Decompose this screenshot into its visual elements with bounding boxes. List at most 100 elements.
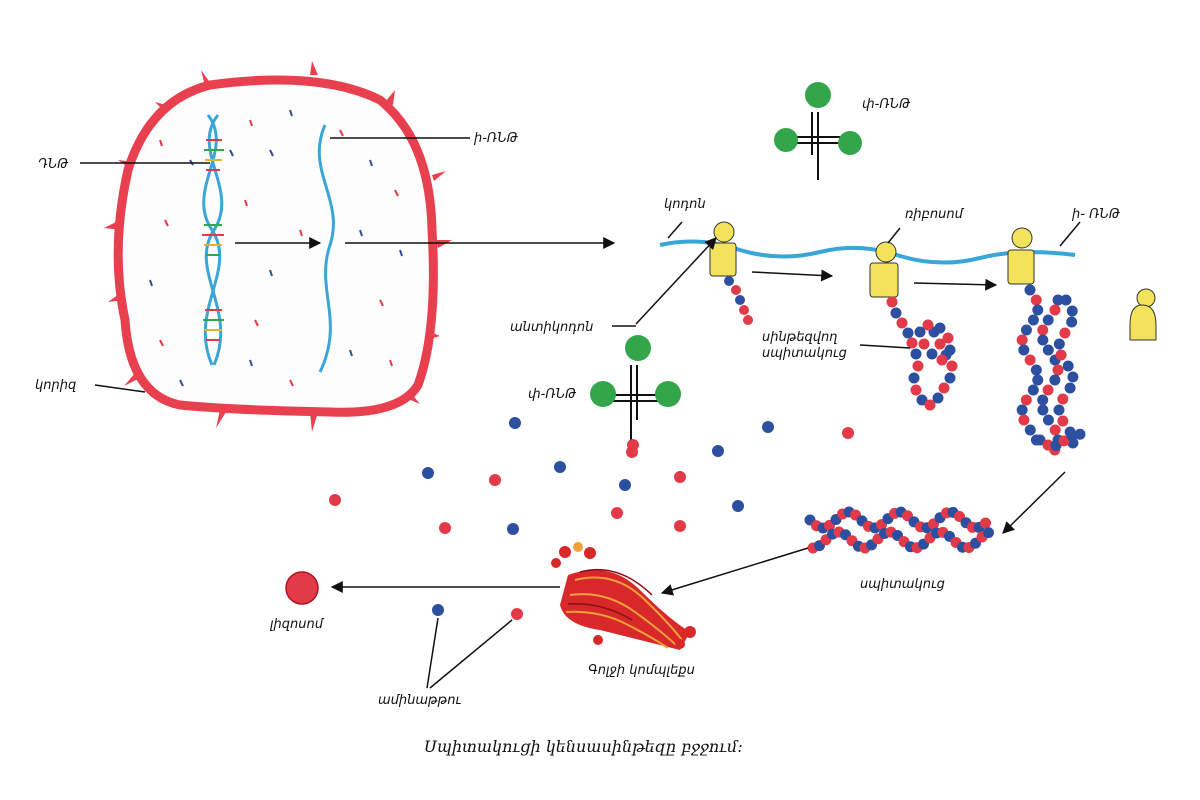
amino-leader-2 (429, 619, 513, 689)
nascent-chain-3 (1016, 284, 1086, 456)
amino-acid-bead (1058, 435, 1070, 447)
anticodon-label: անտիկոդոն (510, 320, 593, 335)
ribosome-arrow-1 (751, 269, 834, 282)
amino-acid-bead (1052, 294, 1064, 306)
nascent-chain-2 (886, 296, 958, 411)
amino-acid-bead (918, 338, 930, 350)
nucleoplasm-speckles (149, 109, 403, 387)
amino-acid-bead (934, 322, 946, 334)
amino-acid-bead (910, 384, 922, 396)
amino-acid-bead (1060, 294, 1072, 306)
trna-top-label: փ-ՌՆԹ (862, 97, 911, 112)
amino-acid-bead (946, 360, 958, 372)
amino-acid-bead (1066, 305, 1078, 317)
nascent-chain-1 (724, 276, 753, 325)
anticodon-arrow (635, 237, 717, 325)
amino-acid-bead (944, 372, 956, 384)
amino-acid-bead (1059, 327, 1071, 339)
amino-acid-bead (1064, 382, 1076, 394)
amino-acid-bead (983, 527, 994, 539)
amino-acid-bead (1057, 415, 1069, 427)
finished-protein (804, 506, 994, 554)
amino-acid-bead (1030, 364, 1042, 376)
amino-acid-bead (1053, 404, 1065, 416)
amino-acid-bead (1042, 414, 1054, 426)
amino-acid-bead (1052, 364, 1064, 376)
amino-acid-bead (922, 319, 934, 331)
protein-label: սպիտակուց (860, 577, 945, 592)
amino-acid-bead (1062, 360, 1074, 372)
amino-acid-bead (1024, 424, 1036, 436)
amino-acid-bead (902, 327, 914, 339)
amino-acid-bead (906, 337, 918, 349)
amino-acid-bead (1049, 374, 1061, 386)
amino-acid-bead (896, 317, 908, 329)
amino-acid-bead (1067, 371, 1079, 383)
amino-acid-bead (1049, 304, 1061, 316)
amino-leader-1 (426, 617, 439, 689)
amino-acid-bead (1042, 344, 1054, 356)
amino-acid-bead (1049, 424, 1061, 436)
amino-acids-label: ամինաթթու (378, 693, 461, 708)
mrna-strand-nucleus (317, 124, 335, 373)
amino-acid-bead (1018, 414, 1030, 426)
amino-acid-bead (1016, 334, 1028, 346)
amino-acid-bead (914, 326, 926, 338)
protein-to-golgi-arrow (660, 547, 809, 596)
ribosome-arrow-2 (913, 278, 998, 291)
ribosome-3 (1007, 227, 1035, 285)
growing-protein-leader (859, 344, 911, 349)
amino-acid-bead (936, 354, 948, 366)
amino-acid-bead (1037, 394, 1049, 406)
amino-acid-bead (932, 392, 944, 404)
amino-acid-bead (1037, 324, 1049, 336)
lysosome (285, 571, 319, 605)
amino-acid-bead (1032, 304, 1044, 316)
amino-acid-bead (1055, 349, 1067, 361)
ribosome-2 (869, 241, 899, 298)
amino-acid-bead (1066, 316, 1078, 328)
amino-acid-bead (1050, 439, 1062, 451)
free-amino-acids (329, 417, 854, 620)
nucleus-leader (94, 384, 146, 393)
amino-acid-bead (944, 344, 956, 356)
amino-acid-bead (924, 399, 936, 411)
golgi-label: Գոլջի կոմպլեքս (588, 663, 695, 678)
codon-label: կոդոն (664, 197, 706, 212)
trna-bottom-label: փ-ՌՆԹ (528, 387, 577, 402)
amino-acid-bead (910, 348, 922, 360)
amino-acid-bead (1030, 294, 1042, 306)
trna-top (774, 82, 862, 180)
mrna-right-leader (1059, 221, 1081, 247)
lysosome-label: լիզոսոմ (269, 617, 325, 632)
amino-acid-bead (1074, 428, 1086, 440)
free-ribosome (1129, 288, 1157, 341)
amino-acid-bead (1042, 314, 1054, 326)
amino-acid-bead (1053, 338, 1065, 350)
mrna-nucleus-label: ի-ՌՆԹ (473, 131, 519, 146)
ribosome-label-leader (887, 227, 901, 244)
nuclear-membrane (113, 75, 438, 417)
amino-acid-bead (1024, 354, 1036, 366)
amino-acid-bead (1027, 314, 1039, 326)
nucleus-label: կորիզ (35, 378, 76, 393)
amino-acid-bead (926, 348, 938, 360)
ribosome-label: ռիբոսոմ (905, 207, 965, 222)
amino-acid-bead (1057, 393, 1069, 405)
amino-acid-bead (912, 360, 924, 372)
amino-acid-bead (938, 382, 950, 394)
amino-acid-bead (1037, 404, 1049, 416)
amino-acid-bead (942, 332, 954, 344)
growing-protein-label-2: սպիտակուց (762, 346, 847, 361)
amino-acid-bead (1042, 439, 1054, 451)
chain-to-protein-arrow (1002, 471, 1066, 534)
amino-acid-bead (980, 517, 991, 529)
amino-acid-bead (1037, 334, 1049, 346)
amino-acid-bead (1016, 404, 1028, 416)
trna-bottom (590, 335, 681, 451)
codon-leader (667, 221, 683, 239)
amino-acid-bead (1034, 434, 1046, 446)
amino-acid-bead (890, 307, 902, 319)
ribosome-1 (709, 221, 737, 277)
